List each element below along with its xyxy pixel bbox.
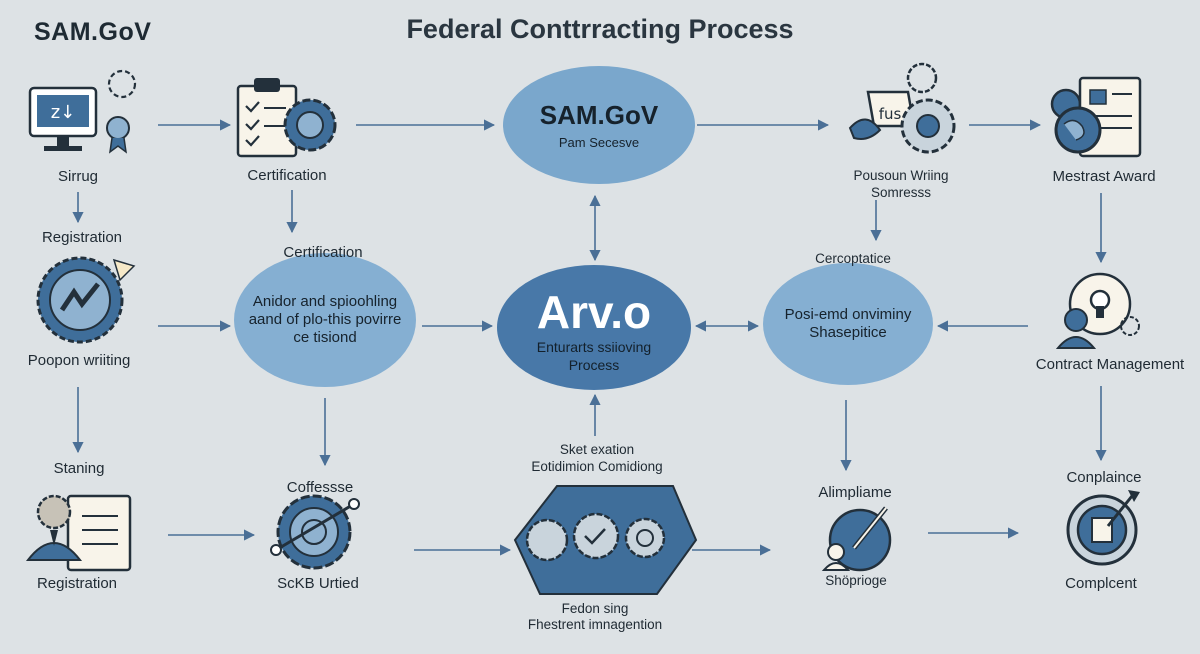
label-registration-bottom: Registration [36,575,118,592]
left-process-ellipse[interactable]: Anidor and spioohling aand of plo-this p… [234,253,416,387]
label-registration-top: Registration [41,229,123,246]
center-ellipse-subtitle-1: Enturarts ssiioving [536,338,652,355]
left-ellipse-line-3: ce tisiond [293,329,357,346]
badge-icon [36,256,136,344]
connector-arrows [72,119,1107,556]
proposal-writing-icon: fus [848,62,956,154]
label-complcent: Complcent [1065,575,1137,592]
label-pousun-line-2: Somresss [870,185,932,200]
label-mestrast-award: Mestrast Award [1052,168,1156,185]
label-poopon-writing: Poopon wriiting [27,352,131,369]
award-document-icon [1050,76,1142,158]
label-conplaince: Conplaince [1066,469,1142,486]
label-coffessse: Coffessse [286,479,354,496]
right-ellipse-line-1: Posi-emd onviminy [784,306,912,323]
right-ellipse-line-2: Shasepitice [809,324,887,341]
label-shoprioge: Shöprioge [825,573,887,588]
gear-target-icon [270,494,360,570]
label-alimpliame: Alimpliame [818,484,892,501]
center-process-ellipse[interactable]: Arv.o Enturarts ssiioving Process [497,265,691,390]
person-document-icon [25,494,132,572]
samgov-ellipse-subtitle: Pam Secesve [558,135,640,150]
label-contract-management: Contract Management [1035,356,1185,373]
fus-text: fus [879,105,902,123]
label-fedon-line-2: Fhestrent imnagention [527,617,663,632]
label-sirrug: Sirrug [57,168,99,185]
compliance-target-icon [1066,490,1140,566]
label-sket-line-1: Sket exation [559,442,635,457]
label-cercoptatice: Cercoptatice [815,251,891,266]
label-sket-line-2: Eotidimion Comidiong [531,459,663,474]
label-pousun-line-1: Pousoun Wriing [853,168,949,183]
center-ellipse-title: Arv.o [536,285,652,338]
left-ellipse-line-1: Anidor and spioohling [252,293,398,310]
right-process-ellipse[interactable]: Posi-emd onviminy Shasepitice [763,263,933,385]
svg-text:z↓: z↓ [51,102,76,123]
label-certification-top: Certification [247,167,327,184]
label-certification-mid: Certification [283,244,363,261]
samgov-ellipse-title: SAM.GoV [539,100,659,130]
left-ellipse-line-2: aand of plo-this povirre [248,311,402,328]
monitor-icon: z↓ [28,69,137,154]
center-ellipse-subtitle-2: Process [568,356,620,373]
page-title: Federal Conttrracting Process [406,14,794,44]
hexagon-gears-icon [513,485,698,595]
clipboard-gear-icon [236,78,337,158]
pen-circle-icon [821,506,892,572]
samgov-ellipse[interactable]: SAM.GoV Pam Secesve [503,66,695,184]
label-sckb-urtied: ScKB Urtied [277,575,359,592]
label-fedon-line-1: Fedon sing [561,601,629,616]
label-staning: Staning [53,460,105,477]
brand-logo-text: SAM.GoV [34,18,152,46]
lock-person-icon [1055,272,1140,349]
